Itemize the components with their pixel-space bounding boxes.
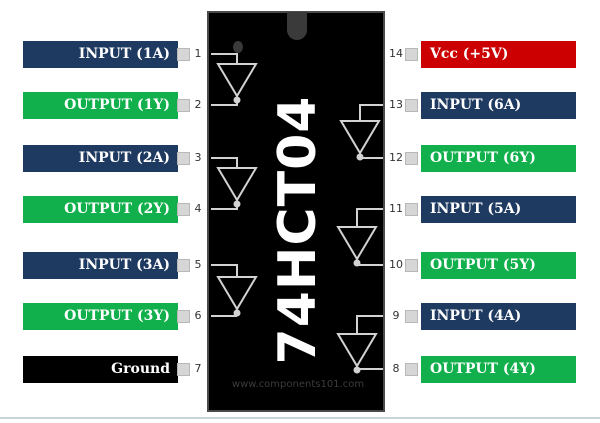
inverter-3-bubble [233,309,241,317]
inverter-1-input-wire [211,53,238,64]
pin-10-number: 10 [389,258,403,271]
pin-9-label: INPUT (4A) [421,303,576,330]
inverter-2-output-wire [211,207,238,210]
pin-6-lead [177,310,190,323]
inverter-4-input-wire [356,315,383,334]
pin-6-label: OUTPUT (3Y) [23,303,178,330]
inverter-2-triangle [216,167,258,202]
pin-14-lead [405,48,418,61]
inverter-1-triangle [216,63,258,98]
inverter-4-triangle [336,333,378,368]
pin-14-label: Vcc (+5V) [421,41,576,68]
ic-package [207,11,385,412]
pin-11-lead [405,203,418,216]
pin-11-number: 11 [389,202,403,215]
pin-7-lead [177,363,190,376]
inverter-5-triangle [336,226,378,261]
pin-3-lead [177,152,190,165]
pin-5-lead [177,259,190,272]
inverter-2-bubble [233,200,241,208]
inverter-6-output-wire [359,157,383,160]
pin-5-number: 5 [194,258,202,271]
inverter-2-input-wire [211,157,238,168]
pin-12-lead [405,152,418,165]
pin-14-number: 14 [389,47,403,60]
pin-12-number: 12 [389,151,403,164]
inverter-5-output-wire [356,264,383,266]
pin-2-label: OUTPUT (1Y) [23,92,178,119]
pin-9-lead [405,310,418,323]
inverter-5-input-wire [356,208,383,227]
pin-8-lead [405,363,418,376]
pin-5-label: INPUT (3A) [23,252,178,279]
divider-line [0,417,600,419]
pin-13-number: 13 [389,98,403,111]
inverter-6-input-wire [359,104,383,121]
pin-12-label: OUTPUT (6Y) [421,145,576,172]
pin-7-label: Ground [23,356,178,383]
pin-3-label: INPUT (2A) [23,145,178,172]
pin1-marker-dot [233,41,243,53]
pin-10-label: OUTPUT (5Y) [421,252,576,279]
inverter-1-output-wire [211,103,238,106]
package-notch [287,12,307,40]
pin-3-number: 3 [194,151,202,164]
pin-1-number: 1 [194,47,202,60]
pin-7-number: 7 [194,362,202,375]
pin-2-lead [177,99,190,112]
pin-8-label: OUTPUT (4Y) [421,356,576,383]
pin-6-number: 6 [194,309,202,322]
chip-name-text: 74HCT04 [268,95,328,365]
pin-8-number: 8 [392,362,400,375]
pin-4-lead [177,203,190,216]
pin-13-label: INPUT (6A) [421,92,576,119]
inverter-3-input-wire [211,264,238,277]
pin-2-number: 2 [194,98,202,111]
pin-4-number: 4 [194,202,202,215]
pin-10-lead [405,259,418,272]
inverter-4-output-wire [356,368,383,373]
pin-13-lead [405,99,418,112]
pin-4-label: OUTPUT (2Y) [23,196,178,223]
inverter-1-bubble [233,96,241,104]
pin-9-number: 9 [392,309,400,322]
pin-1-label: INPUT (1A) [23,41,178,68]
inverter-6-triangle [339,120,381,155]
inverter-3-triangle [216,276,258,311]
watermark: www.components101.com [231,379,365,390]
pin-11-label: INPUT (5A) [421,196,576,223]
pin-1-lead [177,48,190,61]
